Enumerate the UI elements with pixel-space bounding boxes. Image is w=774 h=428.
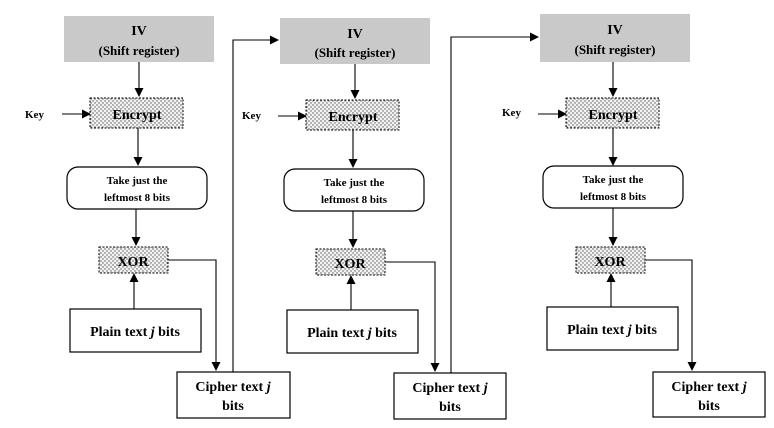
ciphertext-box <box>176 371 291 419</box>
ciphertext-box <box>393 372 507 420</box>
ciphertext-line-2: bits <box>222 399 244 414</box>
stage-2: IV (Shift register) Key Encrypt Take jus… <box>242 18 507 420</box>
xor-label: XOR <box>117 255 149 270</box>
select-line-2: leftmost 8 bits <box>580 191 647 203</box>
arrow-xor-to-ciphertext <box>168 259 221 371</box>
xor-label: XOR <box>594 255 626 270</box>
plaintext-label: Plain text j bits <box>567 323 657 338</box>
key-label: Key <box>502 107 521 119</box>
encrypt-label: Encrypt <box>589 108 638 123</box>
select-line-2: leftmost 8 bits <box>104 192 171 204</box>
iv-title: IV <box>347 27 363 42</box>
encrypt-box <box>89 97 184 129</box>
feedback-arrow-2-to-3 <box>450 32 539 373</box>
ciphertext-box <box>652 371 766 418</box>
select-line-1: Take just the <box>583 174 644 186</box>
select-line-2: leftmost 8 bits <box>321 194 388 206</box>
iv-subtitle: (Shift register) <box>575 42 656 57</box>
encrypt-box <box>305 99 400 131</box>
select-leftmost-box <box>66 166 208 210</box>
xor-label: XOR <box>334 257 366 272</box>
encrypt-label: Encrypt <box>329 110 378 125</box>
plaintext-box <box>286 309 419 354</box>
ciphertext-line-1: Cipher text j <box>195 380 270 395</box>
stage-3: IV (Shift register) Key Encrypt Take jus… <box>502 14 766 418</box>
select-line-1: Take just the <box>324 177 385 189</box>
iv-shift-register-box <box>540 14 690 62</box>
iv-title: IV <box>131 24 147 39</box>
plaintext-box <box>546 306 679 351</box>
plaintext-box <box>69 308 202 353</box>
encrypt-label: Encrypt <box>113 108 162 123</box>
iv-subtitle: (Shift register) <box>99 43 180 58</box>
key-label: Key <box>242 110 261 122</box>
ciphertext-line-2: bits <box>439 400 461 415</box>
feedback-arrow-1-to-2 <box>232 35 279 372</box>
key-label: Key <box>25 109 44 121</box>
stage-1: IV (Shift register) Key Encrypt Take jus… <box>25 16 291 419</box>
select-line-1: Take just the <box>107 175 168 187</box>
arrow-xor-to-ciphertext <box>645 259 697 371</box>
xor-box <box>575 246 646 274</box>
select-leftmost-box <box>283 168 425 212</box>
iv-title: IV <box>607 23 623 38</box>
plaintext-label: Plain text j bits <box>90 325 180 340</box>
ciphertext-line-2: bits <box>698 399 720 414</box>
iv-subtitle: (Shift register) <box>315 45 396 60</box>
ciphertext-line-1: Cipher text j <box>412 381 487 396</box>
iv-shift-register-box <box>64 16 214 62</box>
iv-shift-register-box <box>280 18 430 64</box>
xor-box <box>315 248 386 276</box>
encrypt-box <box>565 97 660 129</box>
arrow-xor-to-ciphertext <box>385 261 440 372</box>
ciphertext-line-1: Cipher text j <box>671 380 746 395</box>
plaintext-label: Plain text j bits <box>307 326 397 341</box>
